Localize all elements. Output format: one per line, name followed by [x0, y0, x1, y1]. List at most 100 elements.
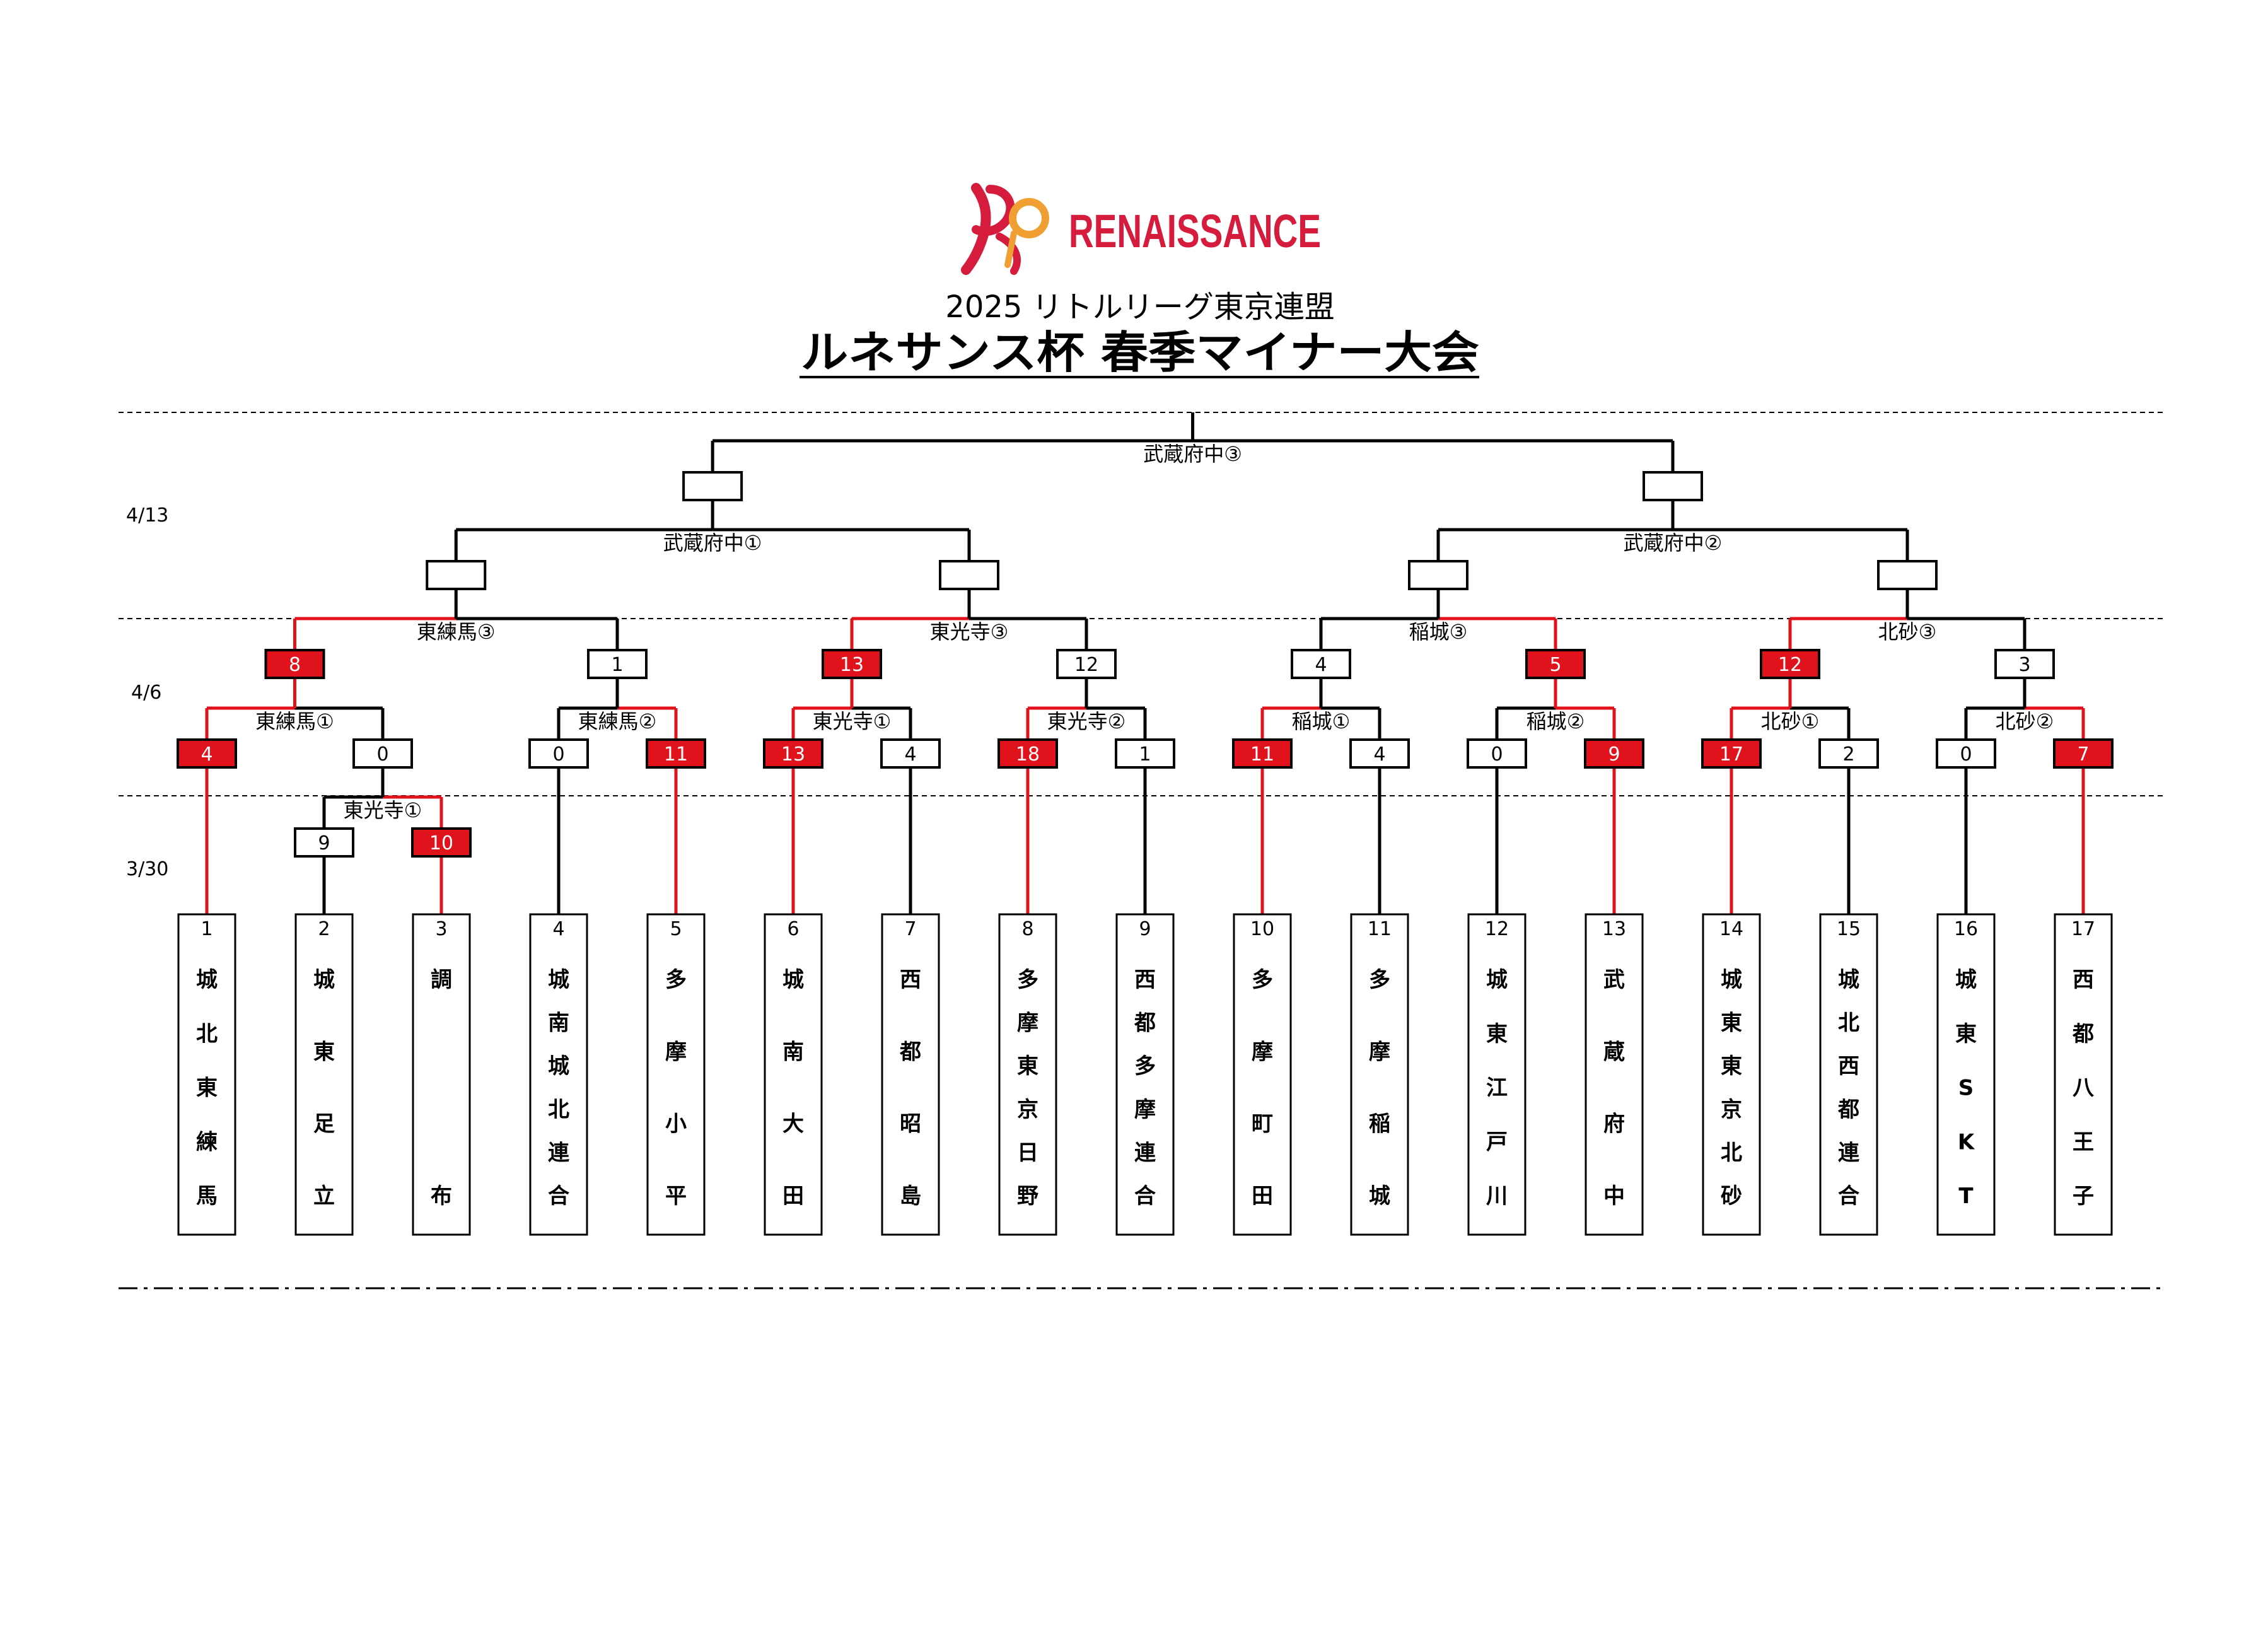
score-box: 12: [1760, 649, 1820, 679]
team-name-char: 府: [1603, 1112, 1625, 1137]
team-card-frame: [412, 913, 471, 1236]
team-name-char: 戸: [1486, 1129, 1508, 1155]
score-box-frame: [822, 649, 882, 679]
score-value: 12: [1074, 654, 1098, 676]
team-name-char: 北: [1721, 1140, 1742, 1165]
team-name-char: 北: [196, 1022, 218, 1047]
score-box: 0: [1467, 738, 1527, 769]
score-box-frame: [1056, 649, 1117, 679]
team-name-char: 足: [313, 1112, 335, 1137]
score-value: 0: [1491, 743, 1503, 766]
score-value: 4: [904, 743, 916, 766]
score-box: 4: [1291, 649, 1351, 679]
score-box: 12: [1056, 649, 1117, 679]
team-name-char: 蔵: [1603, 1039, 1625, 1064]
score-box-frame: [763, 738, 823, 769]
score-box-frame: [1467, 738, 1527, 769]
score-value: 4: [201, 743, 212, 766]
score-box: 0: [352, 738, 413, 769]
team-name-char: 稲: [1369, 1112, 1390, 1137]
score-value: 5: [1549, 654, 1561, 676]
team-name-char: 田: [1252, 1184, 1273, 1209]
team-name-char: 京: [1721, 1097, 1742, 1122]
team-name-char: 城: [1955, 967, 1977, 993]
team-name-char: 城: [196, 967, 218, 993]
team-name-char: 多: [665, 967, 687, 993]
team-name-char: 中: [1603, 1184, 1625, 1209]
team-seed: 15: [1837, 918, 1861, 940]
score-box-frame: [1349, 738, 1410, 769]
team-name-char: 布: [431, 1184, 452, 1209]
team-name-char: 東: [313, 1039, 335, 1064]
team-name-char: 砂: [1721, 1184, 1742, 1209]
team-card-frame: [1819, 913, 1878, 1236]
score-value: 4: [1373, 743, 1385, 766]
score-box: [1643, 471, 1703, 501]
team-seed: 1: [201, 918, 212, 940]
team-name-char: 西: [1838, 1054, 1859, 1079]
score-value: 18: [1016, 743, 1040, 766]
score-value: 8: [289, 654, 301, 676]
team-name-char: 東: [1721, 1011, 1742, 1036]
team-name-char: 立: [313, 1184, 335, 1209]
team-name-char: 西: [2073, 967, 2094, 993]
score-value: 11: [664, 743, 688, 766]
score-box-frame: [1291, 649, 1351, 679]
score-value: 1: [1139, 743, 1151, 766]
score-box: 11: [646, 738, 706, 769]
score-box-frame: [2053, 738, 2114, 769]
team-name-char: 北: [1838, 1011, 1859, 1036]
team-name-char: 城: [548, 1054, 569, 1079]
score-box: 9: [294, 827, 354, 858]
score-box-frame: [880, 738, 941, 769]
team-name-char: 合: [548, 1184, 569, 1209]
team-name-char: 川: [1486, 1184, 1508, 1209]
logo-text: RENAISSANCE: [1069, 205, 1321, 257]
team-name-char: 合: [1838, 1184, 1859, 1209]
score-box: [426, 560, 487, 590]
game-label: 東光寺②: [1047, 709, 1126, 733]
score-value: 0: [552, 743, 564, 766]
game-label: 東練馬③: [417, 620, 496, 644]
team-name-char: 連: [1838, 1140, 1860, 1165]
team-name-char: 子: [2073, 1184, 2094, 1209]
score-value: 12: [1778, 654, 1802, 676]
team-name-char: 練: [196, 1129, 218, 1155]
score-value: 10: [429, 832, 453, 854]
team-name-char: 京: [1017, 1097, 1038, 1122]
team-name-char: 北: [548, 1097, 569, 1122]
score-box: 1: [1115, 738, 1175, 769]
team-seed: 13: [1602, 918, 1626, 940]
score-box: 0: [1936, 738, 1996, 769]
team-name-char: 城: [782, 967, 804, 993]
team-card-frame: [881, 913, 940, 1236]
team-name-char: 南: [782, 1039, 804, 1064]
score-box: 4: [177, 738, 237, 769]
game-label: 武蔵府中③: [1143, 442, 1242, 466]
team-name-char: 多: [1017, 967, 1038, 993]
team-name-char: 武: [1603, 967, 1625, 993]
team-name-char: 野: [1017, 1184, 1038, 1209]
team-name-char: 多: [1134, 1054, 1156, 1079]
team-card-frame: [1350, 913, 1409, 1236]
team-name-char: K: [1958, 1129, 1975, 1155]
team-name-char: 南: [548, 1011, 569, 1036]
team-card-frame: [1115, 913, 1175, 1236]
team-seed: 5: [670, 918, 682, 940]
bracket-lines: [205, 412, 2085, 914]
score-value: 9: [1608, 743, 1620, 766]
game-label: 稲城③: [1409, 620, 1468, 644]
game-label: 武蔵府中①: [663, 531, 762, 555]
team-name-char: 東: [196, 1076, 218, 1101]
score-box: 13: [763, 738, 823, 769]
team-name-char: 多: [1369, 967, 1390, 993]
